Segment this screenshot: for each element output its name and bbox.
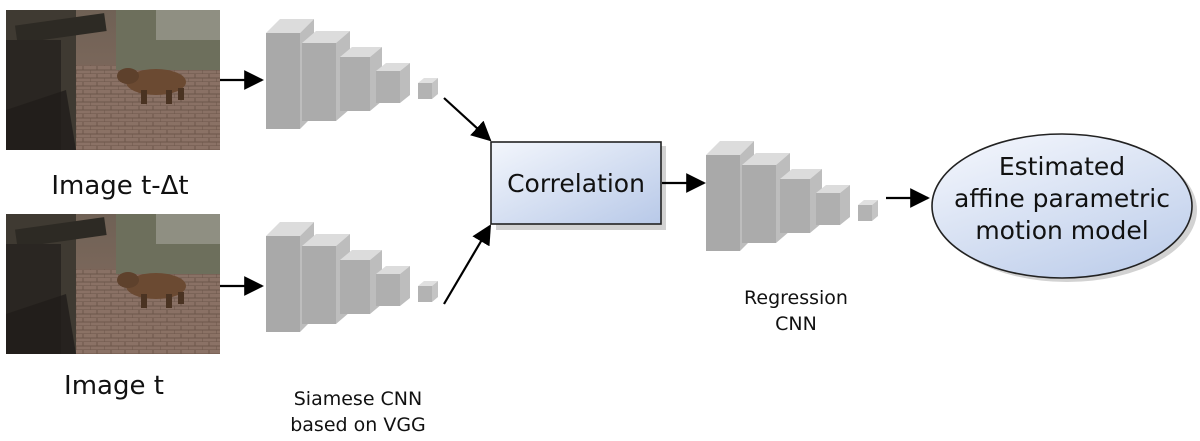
bear-photo-icon <box>6 214 220 354</box>
image-prev-label: Image t-Δt <box>51 171 188 201</box>
output-line2: affine parametric <box>954 184 1170 213</box>
output-ellipse <box>931 133 1193 279</box>
arrow-cnn-top-to-correlation <box>443 97 492 142</box>
regression-label-line2: CNN <box>775 313 817 335</box>
siamese-cnn-bottom <box>266 222 438 332</box>
correlation-box <box>490 141 662 225</box>
correlation-label: Correlation <box>507 169 645 198</box>
regression-label-line1: Regression <box>744 287 848 309</box>
bear-photo-icon <box>6 10 220 150</box>
arrow-cnn-bottom-to-correlation <box>443 224 492 305</box>
image-curr-label: Image t <box>64 371 164 401</box>
siamese-label-line2: based on VGG <box>290 414 426 436</box>
output-line1: Estimated <box>999 152 1125 181</box>
siamese-cnn-top <box>266 19 438 129</box>
output-line3: motion model <box>975 216 1148 245</box>
regression-cnn <box>706 141 878 251</box>
siamese-label-line1: Siamese CNN <box>294 388 423 410</box>
